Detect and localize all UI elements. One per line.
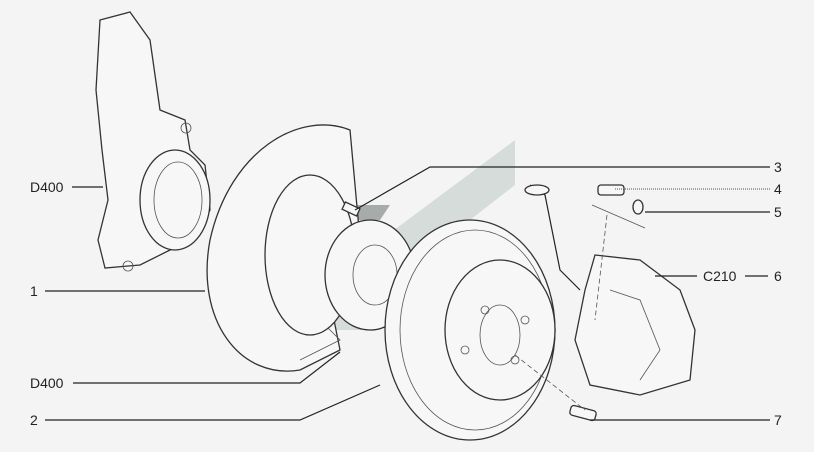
brake-caliper xyxy=(574,204,696,396)
label-caliper-bolt-num: 4 xyxy=(774,181,782,197)
steering-knuckle xyxy=(95,11,211,272)
leader-lines xyxy=(45,166,770,421)
brake-hose xyxy=(524,184,581,291)
brake-disc xyxy=(384,219,556,441)
label-caliper-num: 6 xyxy=(774,268,782,284)
label-shield-code: D400 xyxy=(30,375,64,391)
label-knuckle-code: D400 xyxy=(30,179,64,195)
label-caliper-code: C210 xyxy=(703,268,737,284)
label-disc-num: 2 xyxy=(30,412,38,428)
label-washer-num: 5 xyxy=(774,204,782,220)
label-shield-num: 1 xyxy=(30,283,38,299)
small-parts xyxy=(341,184,644,422)
label-stud-num: 7 xyxy=(774,412,782,428)
label-bolt-num: 3 xyxy=(774,159,782,175)
